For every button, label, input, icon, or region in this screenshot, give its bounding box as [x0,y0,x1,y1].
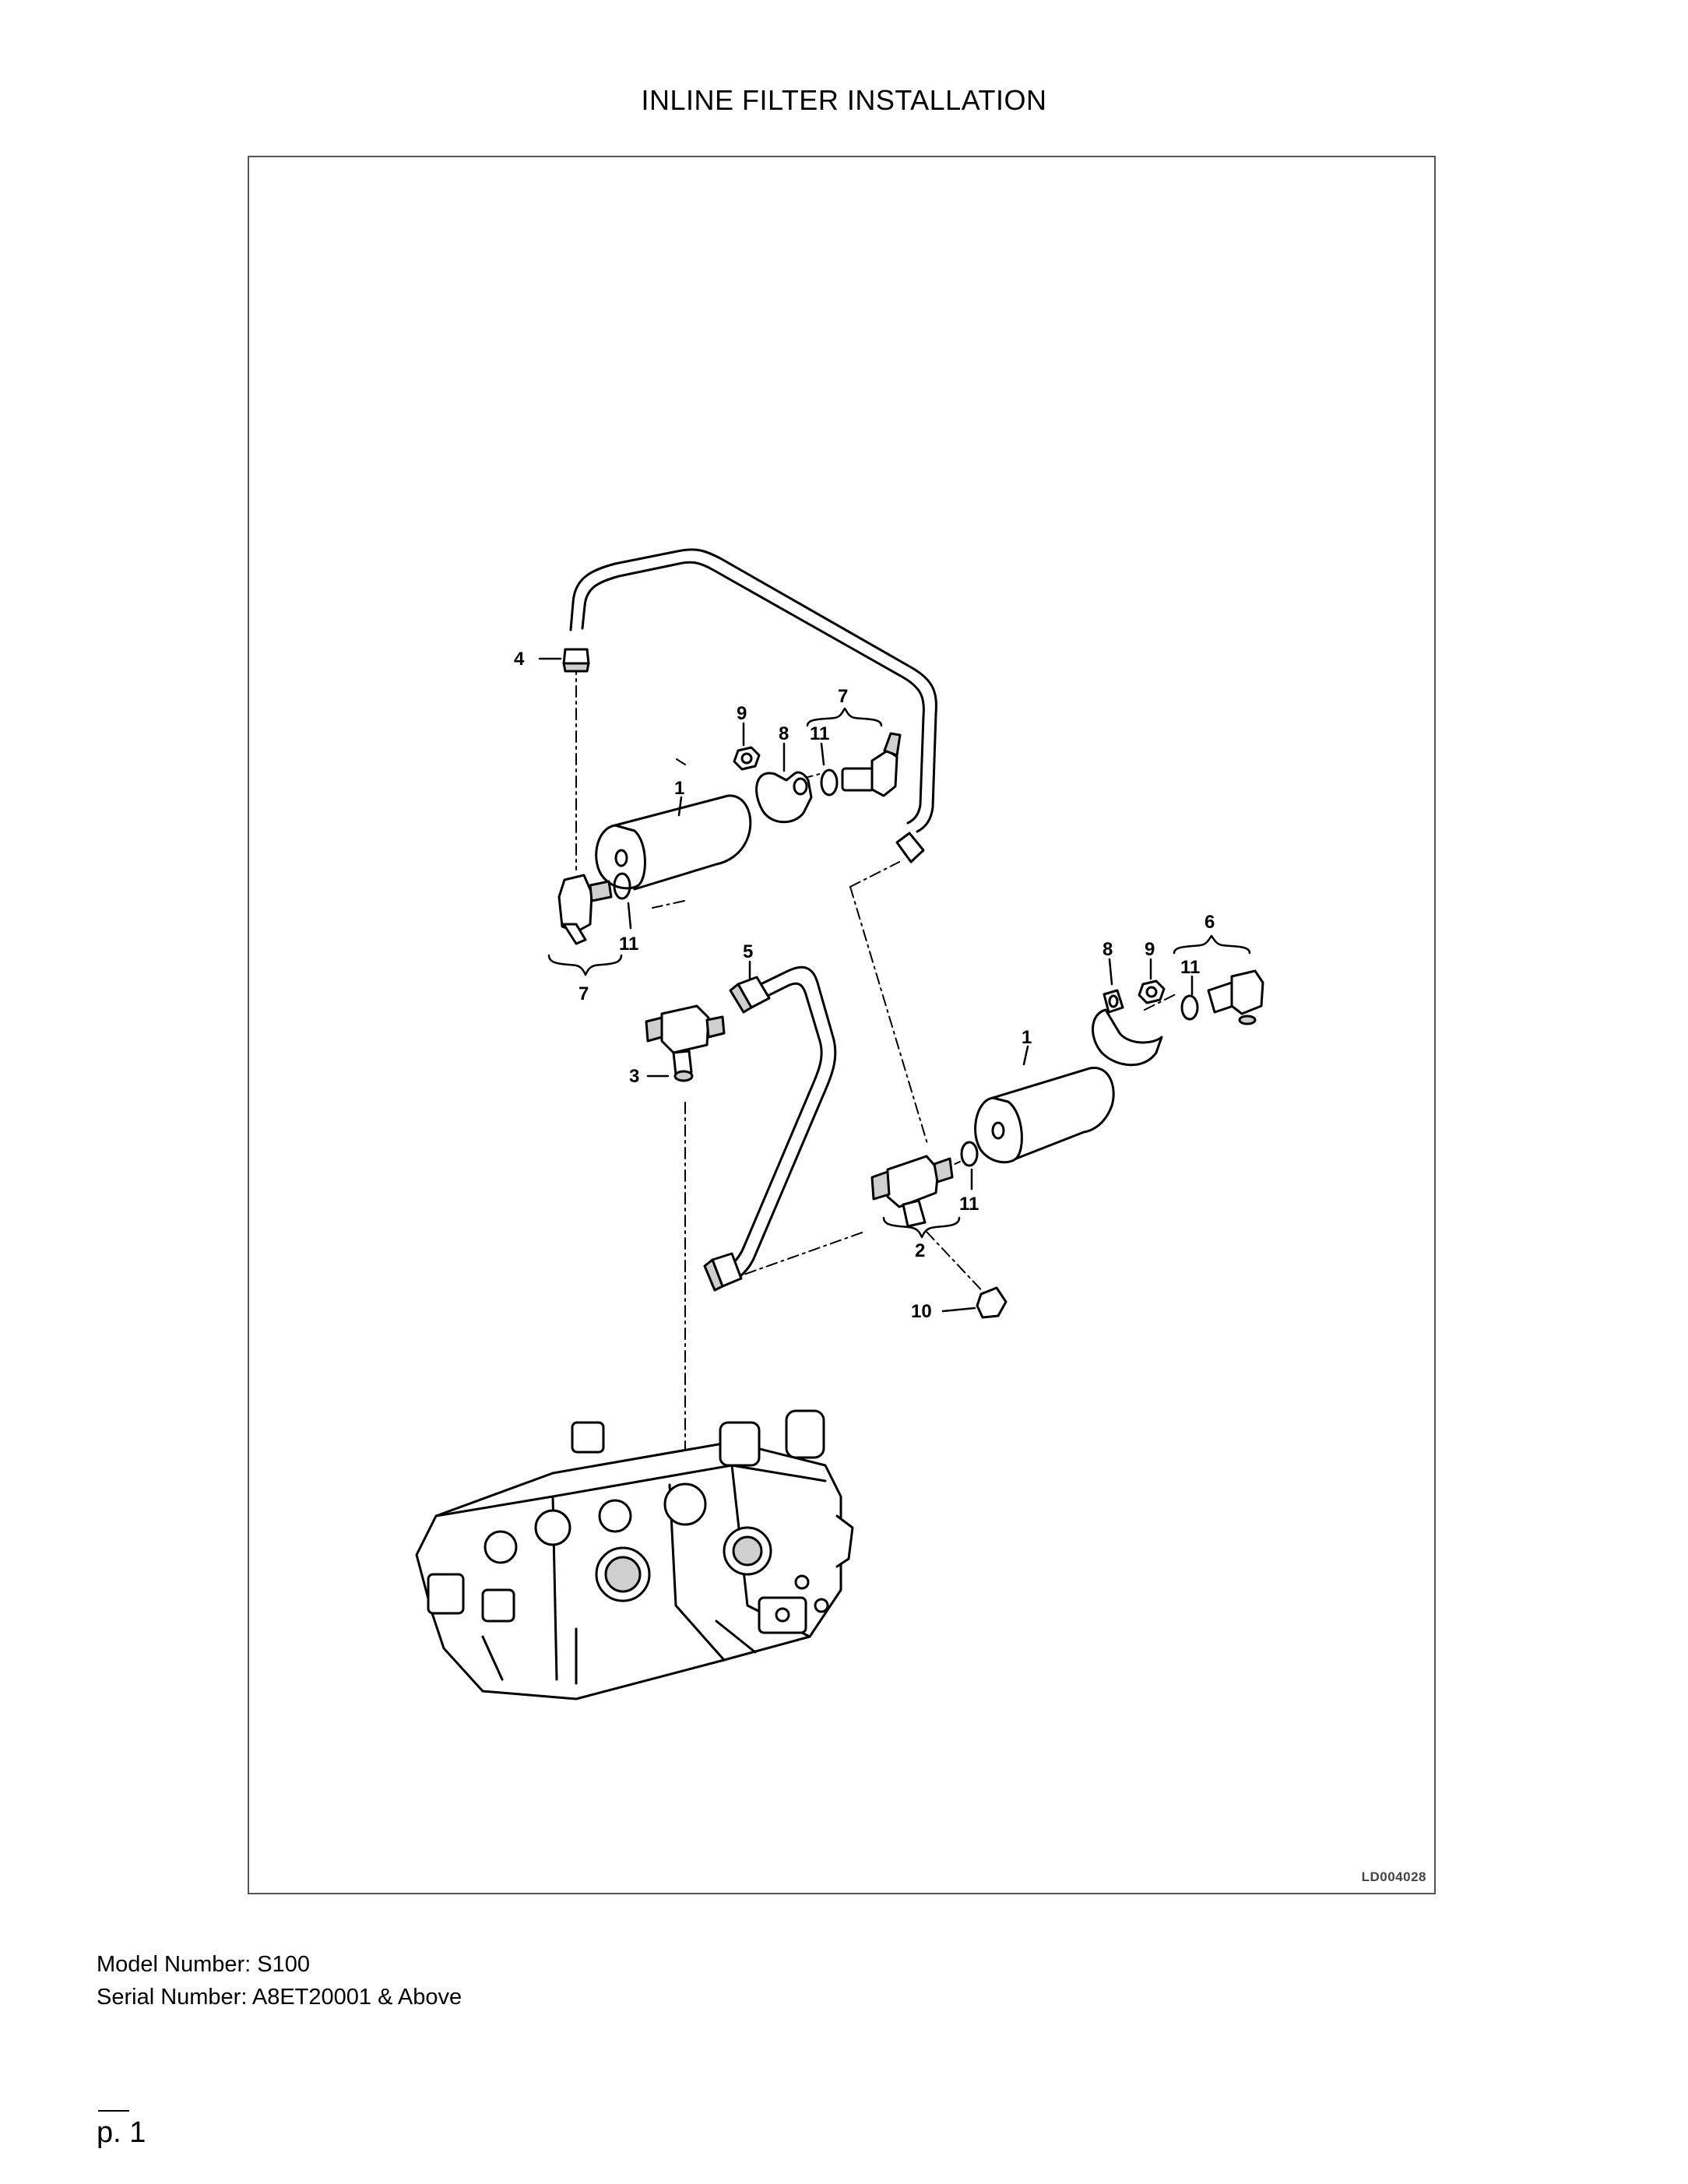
callout-1-upper: 1 [674,778,684,799]
callout-6: 6 [1204,912,1215,933]
callout-leaders [538,657,1194,1313]
callout-2: 2 [915,1240,925,1261]
callout-11-lower: 11 [959,1194,979,1215]
inline-filter-part-1-upper [595,794,752,891]
nut-part-9-lower [1138,979,1166,1004]
tee-fitting-part-2 [870,1155,954,1228]
elbow-fitting-part-7-upper [841,732,902,797]
callout-labels: 4 9 7 8 11 1 11 7 5 3 6 8 9 11 1 11 2 10 [514,649,1215,1322]
drawing-code: LD004028 [1361,1869,1426,1884]
callout-10: 10 [911,1301,932,1322]
callout-braces [547,707,1251,1239]
model-number: Model Number: S100 [97,1952,311,1977]
cross-fitting-part-3 [645,1004,726,1082]
callout-11-left: 11 [619,934,638,955]
serial-number: Serial Number: A8ET20001 & Above [97,1985,462,2010]
callout-9-upper: 9 [737,703,747,724]
assembly-centerlines [575,663,1176,1451]
page-title: INLINE FILTER INSTALLATION [641,84,1047,116]
callout-1-lower: 1 [1022,1027,1032,1048]
inline-filter-part-1-lower [974,1067,1115,1164]
tube-nut-part-5 [729,976,771,1014]
parts-diagram: 4 9 7 8 11 1 11 7 5 3 6 8 9 11 1 11 2 10 [415,548,1264,1700]
o-ring-part-11-upper-left [613,872,631,900]
upper-hydraulic-line [569,548,937,833]
callout-7-upper: 7 [838,686,848,707]
o-ring-part-11-lower [960,1141,979,1167]
control-valve-assembly [415,1409,854,1700]
callout-4: 4 [514,649,525,670]
callout-5: 5 [743,941,753,962]
callout-8-upper: 8 [779,723,789,744]
nut-part-9-upper [733,746,761,771]
tube-nut-part-4 [562,648,590,673]
elbow-fitting-part-6 [1207,969,1264,1025]
callout-8-lower: 8 [1102,939,1113,960]
callout-9-lower: 9 [1145,939,1155,960]
clamp-part-8-lower [1092,989,1163,1067]
o-ring-part-11-lower-right [1180,994,1199,1021]
page-number: p. 1 [97,2116,146,2149]
callout-3: 3 [629,1066,639,1087]
diagram-frame: 4 9 7 8 11 1 11 7 5 3 6 8 9 11 1 11 2 10… [248,156,1436,1894]
o-ring-part-11-upper [820,768,839,797]
callout-7-left: 7 [578,983,589,1004]
tube-nut-lower [703,1252,743,1292]
tube-end-upper [895,832,925,863]
model-info: Model Number: S100 Serial Number: A8ET20… [97,1948,462,2013]
callout-11-upper: 11 [810,723,829,744]
lower-hydraulic-line [711,965,837,1288]
elbow-fitting-part-7-left [557,874,613,945]
cap-part-10 [976,1286,1008,1319]
callout-11-lower-right: 11 [1180,957,1200,978]
clamp-part-8-upper [755,771,813,824]
page-number-rule [98,2110,129,2112]
